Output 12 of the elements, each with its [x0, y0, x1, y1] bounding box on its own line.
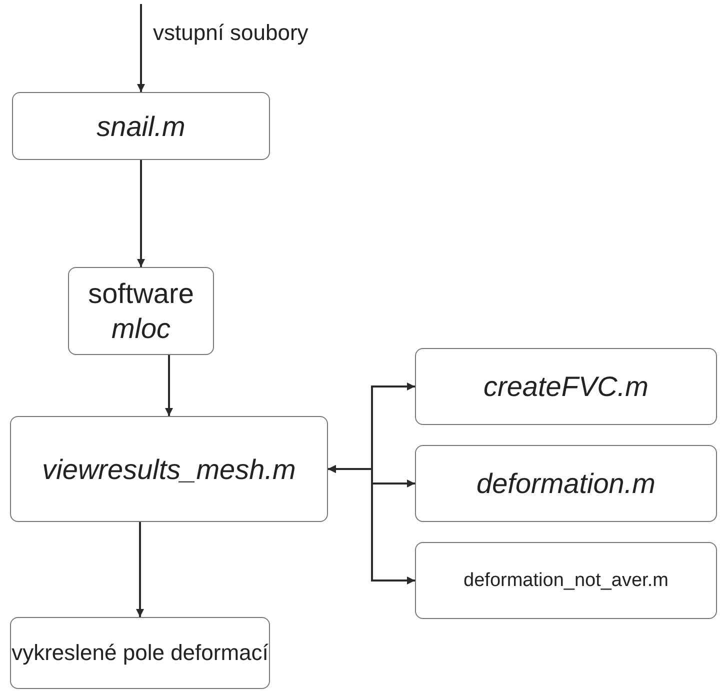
- process-box: deformation_not_aver.m: [415, 542, 717, 619]
- arrow: [136, 522, 144, 617]
- process-box: createFVC.m: [415, 348, 717, 425]
- process-box: deformation.m: [415, 445, 717, 522]
- process-box: snail.m: [12, 92, 270, 160]
- process-box: viewresults_mesh.m: [10, 416, 328, 522]
- process-box: software mloc: [68, 267, 214, 355]
- arrow: [137, 4, 145, 92]
- arrow: [328, 465, 415, 584]
- arrow: [165, 355, 173, 416]
- process-box: vykreslené pole deformací: [10, 617, 270, 689]
- arrow: [137, 160, 145, 267]
